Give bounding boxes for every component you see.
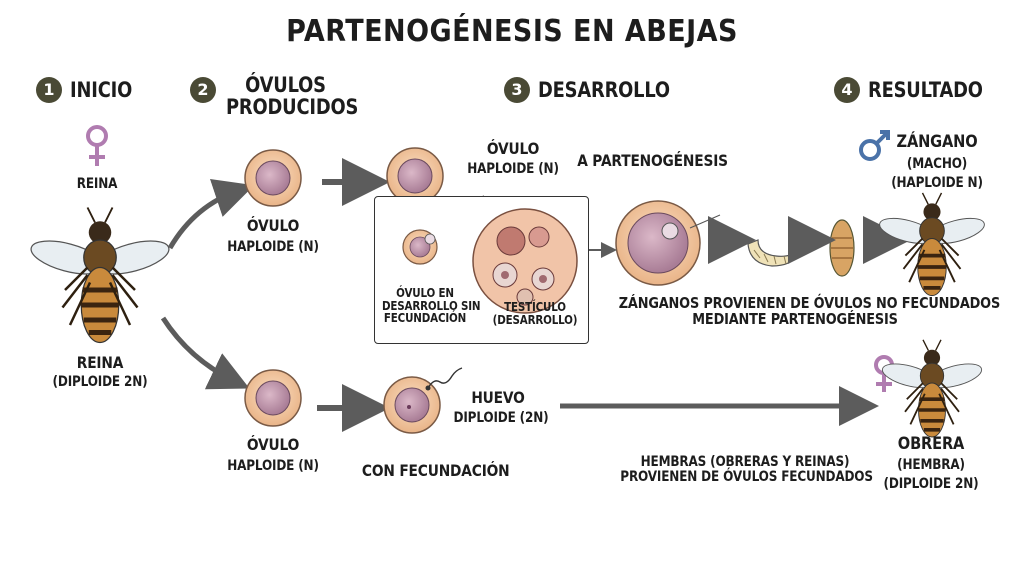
bottom-ovule-cell <box>244 369 302 427</box>
step-3-label: DESARROLLO <box>538 78 670 102</box>
arrow-queen-to-bottom-ovule <box>160 316 250 390</box>
sperm-icon <box>427 367 463 389</box>
female-origin-note: HEMBRAS (OBRERAS Y REINAS) PROVIENEN DE … <box>620 454 873 485</box>
inset-left-caption: ÓVULO EN DESARROLLO SIN FECUNDACIÓN <box>382 286 481 326</box>
parthenogenesis-label: A PARTENOGÉNESIS <box>577 151 728 170</box>
fertilized-egg-cell <box>383 376 441 434</box>
worker-ploidy: (DIPLOIDE 2N) <box>883 476 979 492</box>
drone-origin-note: ZÁNGANOS PROVIENEN DE ÓVULOS NO FECUNDAD… <box>618 294 1001 328</box>
female-symbol-icon <box>86 125 108 166</box>
drone-ploidy: (HAPLOIDE N) <box>891 175 983 191</box>
step-2-badge: 2 <box>190 77 216 103</box>
worker-label: OBRERA <box>897 434 965 454</box>
haploid-ovule-label: ÓVULO <box>486 139 540 158</box>
drone-bee-icon <box>875 190 989 298</box>
egg-ploidy: DIPLOIDE (2N) <box>453 410 549 426</box>
worker-sex: (HEMBRA) <box>897 457 965 473</box>
step-2-label: ÓVULOS PRODUCIDOS <box>226 73 359 120</box>
testicle-cross-section-icon <box>472 208 578 314</box>
inset-right-caption: TESTÍCULO (DESARROLLO) <box>492 300 578 327</box>
queen-ploidy: (DIPLOIDE 2N) <box>52 374 148 390</box>
worker-bee-icon <box>878 337 986 439</box>
haploid-ovule-ploidy: HAPLOIDE (N) <box>467 161 559 177</box>
step-1-badge: 1 <box>36 77 62 103</box>
step-2-label-line1: ÓVULOS <box>245 73 326 97</box>
step-4-label: RESULTADO <box>868 78 983 102</box>
inset-ovule-cell <box>402 229 438 265</box>
top-ovule-label: ÓVULO <box>246 216 300 235</box>
drone-label: ZÁNGANO <box>896 132 978 152</box>
queen-bee-icon <box>28 208 173 343</box>
fertilization-label: CON FECUNDACIÓN <box>361 461 510 480</box>
larva-icon <box>747 239 801 267</box>
step-1-label: INICIO <box>70 78 133 102</box>
top-ovule-ploidy: HAPLOIDE (N) <box>227 239 319 255</box>
queen-label: REINA <box>76 353 124 372</box>
page-title: PARTENOGÉNESIS EN ABEJAS <box>286 14 738 49</box>
developing-ovule-large-cell <box>615 200 701 286</box>
top-ovule-cell <box>244 149 302 207</box>
bottom-ovule-ploidy: HAPLOIDE (N) <box>227 458 319 474</box>
drone-sex: (MACHO) <box>906 156 968 172</box>
step-4-badge: 4 <box>834 77 860 103</box>
pupa-icon <box>829 219 855 277</box>
bottom-ovule-label: ÓVULO <box>246 435 300 454</box>
development-inset: ÓVULO EN DESARROLLO SIN FECUNDACIÓN TEST… <box>374 196 589 344</box>
egg-label: HUEVO <box>471 388 525 407</box>
arrow-queen-to-top-ovule <box>167 178 255 250</box>
male-symbol-icon <box>859 130 890 161</box>
step-3-badge: 3 <box>504 77 530 103</box>
queen-symbol-label: REINA <box>76 176 118 192</box>
step-2-label-line2: PRODUCIDOS <box>226 95 359 120</box>
